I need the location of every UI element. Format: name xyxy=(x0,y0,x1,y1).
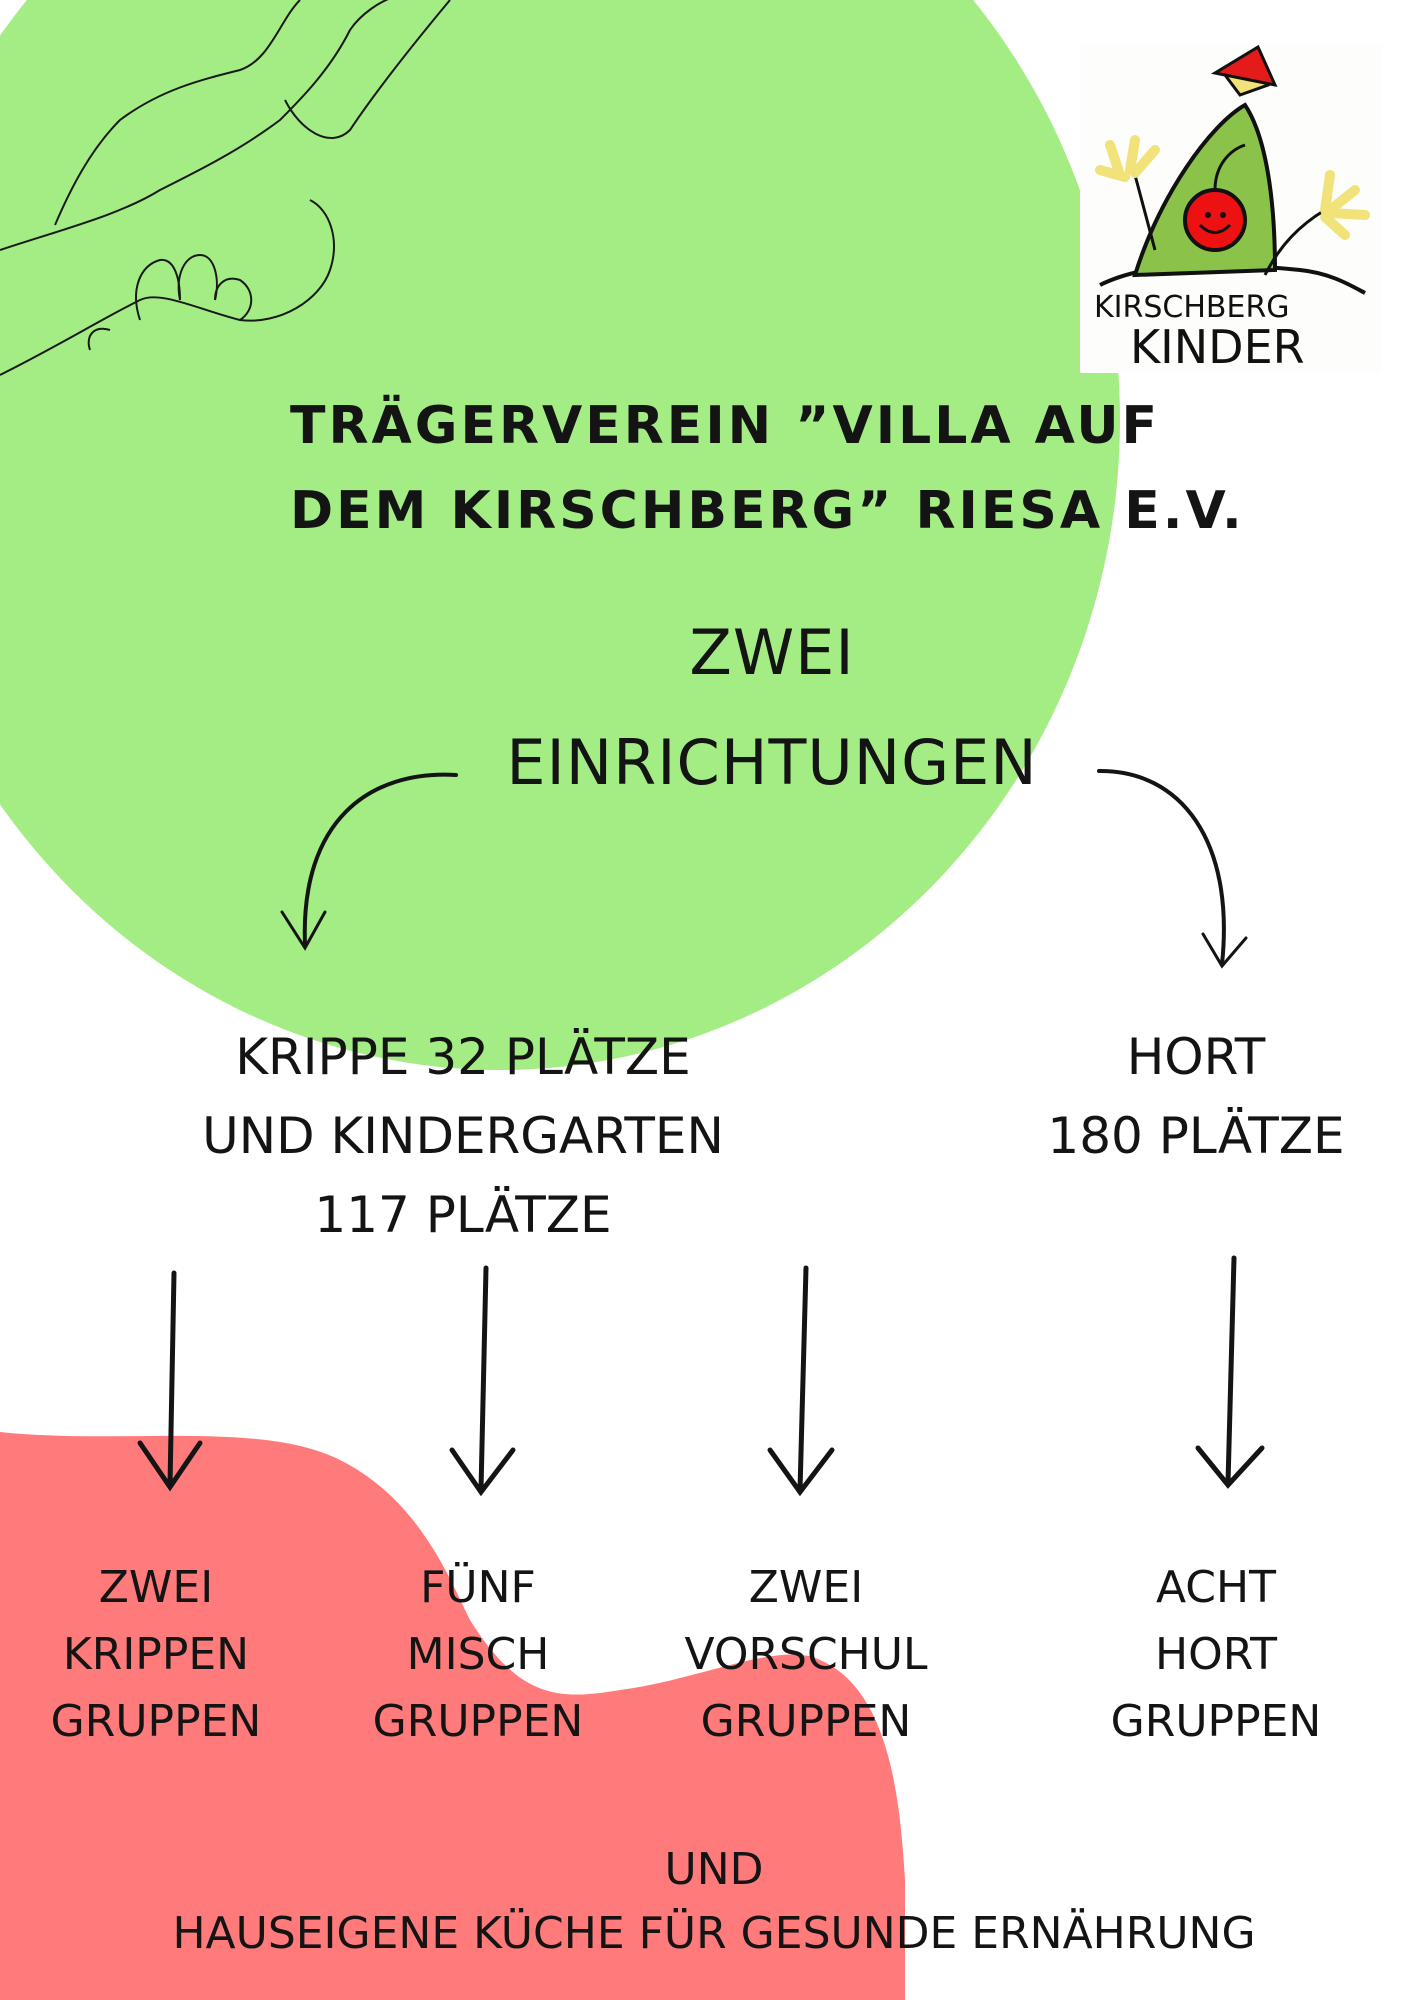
facility-line: HORT xyxy=(1126,1028,1266,1086)
group-krippen: ZWEI KRIPPEN GRUPPEN xyxy=(51,1554,262,1755)
group-line: FÜNF xyxy=(420,1562,536,1613)
group-line: GRUPPEN xyxy=(372,1696,584,1747)
red-blob xyxy=(0,1432,905,2000)
down-arrow-vorschul xyxy=(767,1265,835,1497)
facility-krippe-kindergarten: KRIPPE 32 PLÄTZE UND KINDERGARTEN 117 PL… xyxy=(202,1018,724,1255)
group-misch: FÜNF MISCH GRUPPEN xyxy=(373,1554,584,1755)
curved-arrows xyxy=(280,768,1248,969)
down-arrows xyxy=(137,1255,1265,1497)
title-line-2: DEM KIRSCHBERG” RIESA E.V. xyxy=(290,481,1245,541)
heading-line-1: ZWEI xyxy=(689,616,855,689)
group-line: VORSCHUL xyxy=(684,1629,928,1680)
footer-und: UND xyxy=(664,1844,764,1895)
down-arrow-misch xyxy=(449,1265,516,1497)
curved-arrow-left xyxy=(302,772,458,947)
group-line: GRUPPEN xyxy=(700,1696,912,1747)
arrowhead-right xyxy=(1201,932,1248,969)
down-arrow-hort xyxy=(1195,1255,1265,1489)
facility-line: 117 PLÄTZE xyxy=(314,1186,612,1244)
footer-kitchen: HAUSEIGENE KÜCHE FÜR GESUNDE ERNÄHRUNG xyxy=(172,1908,1256,1959)
green-blob xyxy=(0,0,1120,1070)
kirschberg-kinder-logo: KIRSCHBERG KINDER xyxy=(1080,44,1382,374)
group-vorschul: ZWEI VORSCHUL GRUPPEN xyxy=(685,1554,928,1755)
facility-line: UND KINDERGARTEN xyxy=(202,1107,724,1165)
arrowhead-left xyxy=(280,910,327,951)
heading-line-2: EINRICHTUNGEN xyxy=(506,726,1038,799)
facility-hort: HORT 180 PLÄTZE xyxy=(1047,1018,1344,1176)
group-line: ZWEI xyxy=(748,1562,864,1613)
logo-text-kinder: KINDER xyxy=(1130,320,1305,373)
group-line: ACHT xyxy=(1155,1562,1276,1613)
logo-text-kirschberg: KIRSCHBERG xyxy=(1094,290,1290,325)
facility-line: 180 PLÄTZE xyxy=(1047,1107,1345,1165)
group-hort: ACHT HORT GRUPPEN xyxy=(1111,1554,1322,1755)
curved-arrow-right xyxy=(1097,768,1226,966)
facility-line: KRIPPE 32 PLÄTZE xyxy=(235,1028,691,1086)
down-arrow-krippe xyxy=(137,1270,203,1492)
group-line: GRUPPEN xyxy=(50,1696,262,1747)
group-line: ZWEI xyxy=(98,1562,214,1613)
group-line: GRUPPEN xyxy=(1110,1696,1322,1747)
title-line-1: TRÄGERVEREIN ”VILLA AUF xyxy=(290,396,1161,456)
group-line: HORT xyxy=(1155,1629,1277,1680)
handshake-illustration xyxy=(0,0,451,376)
group-line: MISCH xyxy=(406,1629,550,1680)
group-line: KRIPPEN xyxy=(62,1629,250,1680)
